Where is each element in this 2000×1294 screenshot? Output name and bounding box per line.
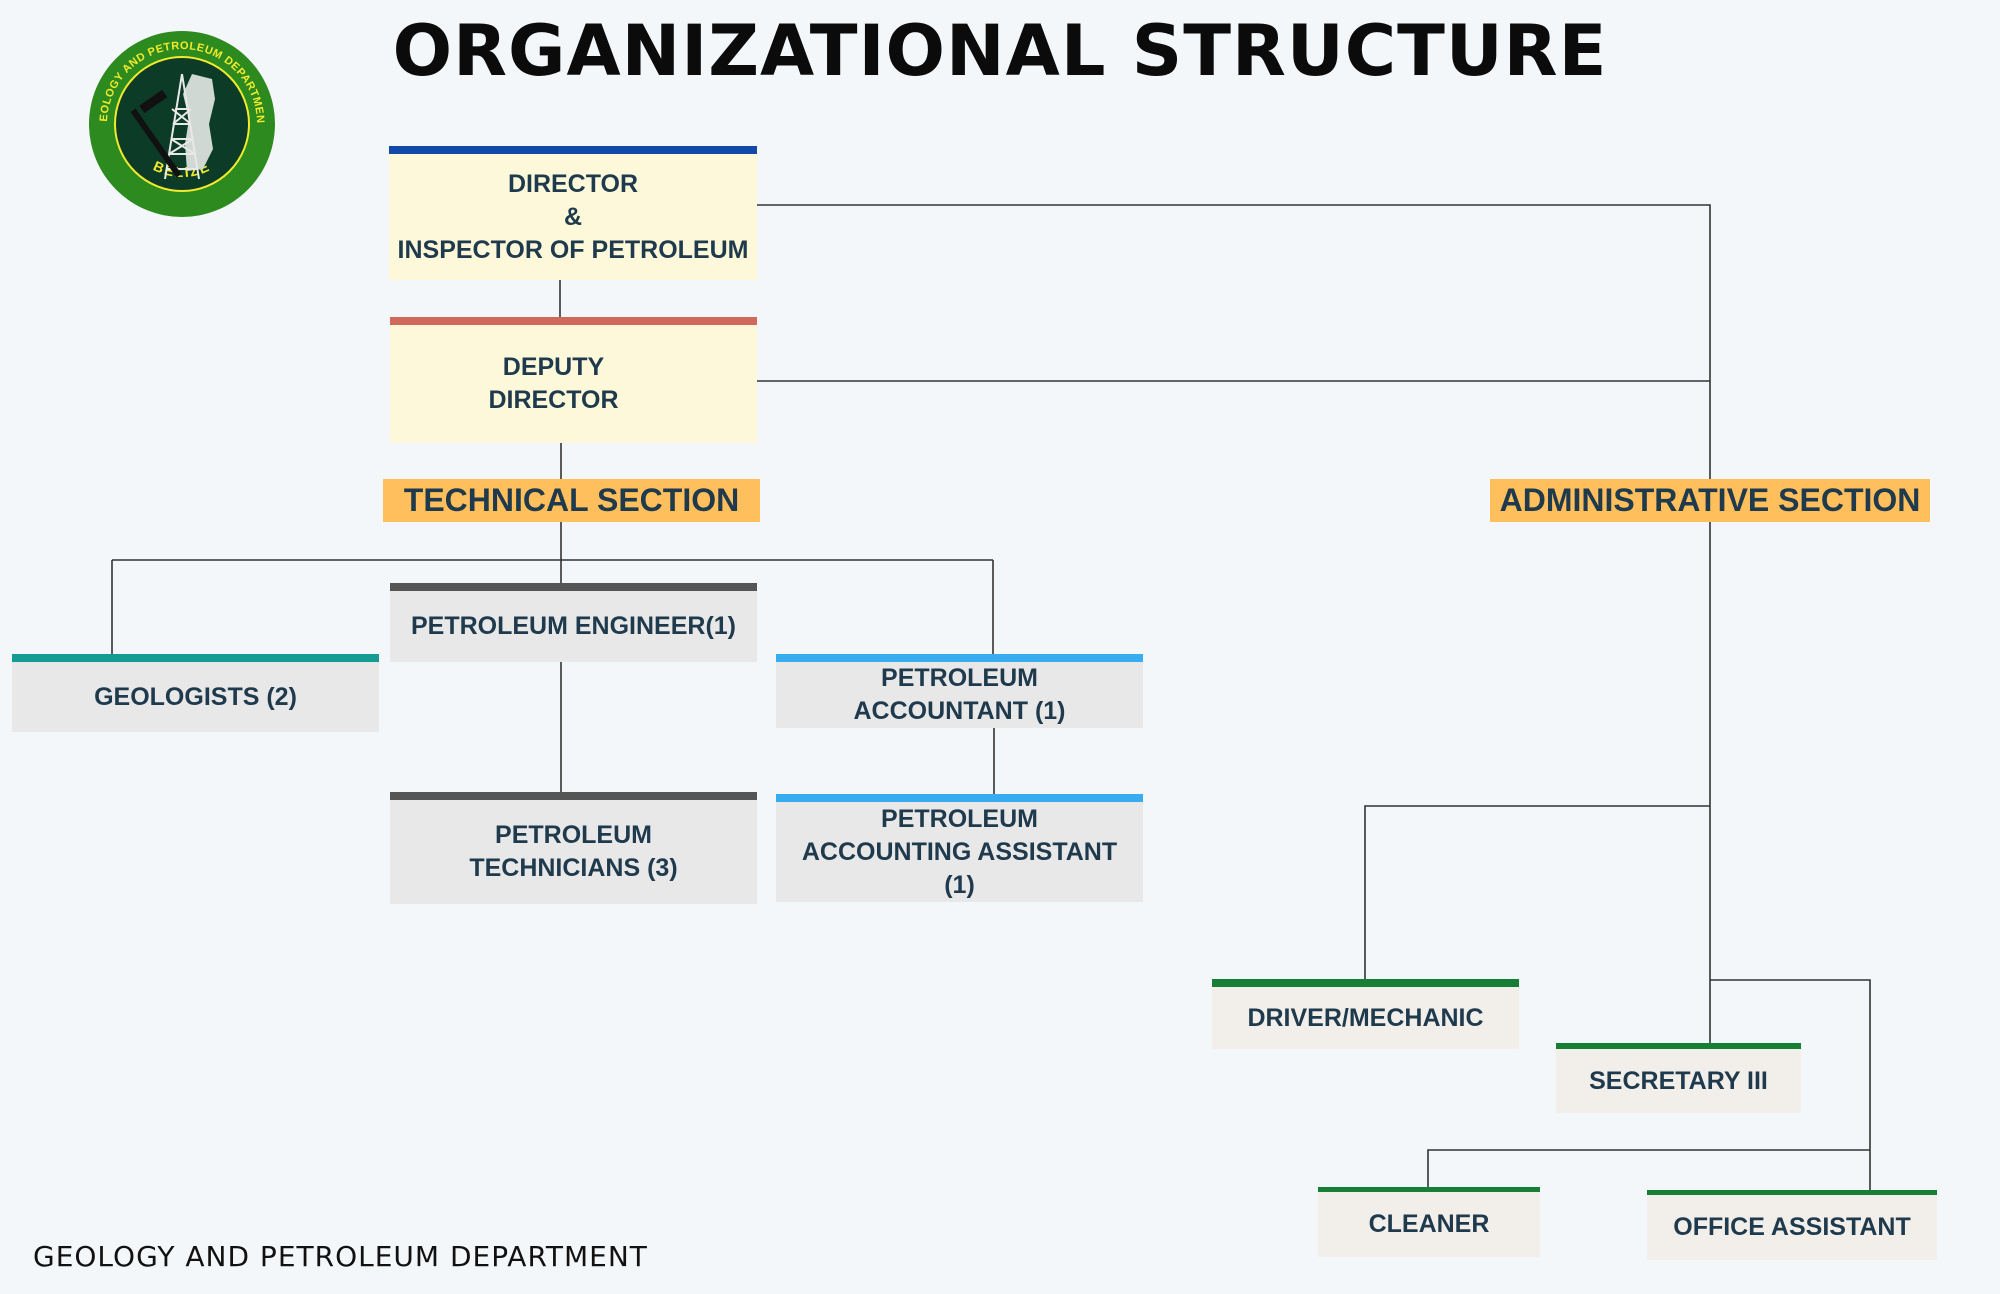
footer-department-name: GEOLOGY AND PETROLEUM DEPARTMENT bbox=[33, 1240, 648, 1273]
petroleum-technicians-label: PETROLEUM TECHNICIANS (3) bbox=[469, 819, 677, 885]
assistant-line-3: (1) bbox=[944, 870, 975, 899]
technicians-line-1: PETROLEUM bbox=[495, 821, 652, 849]
node-cleaner: CLEANER bbox=[1318, 1187, 1540, 1257]
node-driver-mechanic: DRIVER/MECHANIC bbox=[1212, 979, 1519, 1049]
director-line-3: INSPECTOR OF PETROLEUM bbox=[397, 235, 749, 264]
node-director: DIRECTOR & INSPECTOR OF PETROLEUM bbox=[389, 146, 757, 280]
accounting-assistant-label: PETROLEUM ACCOUNTING ASSISTANT (1) bbox=[802, 803, 1117, 902]
page-title: ORGANIZATIONAL STRUCTURE bbox=[392, 10, 1608, 92]
accountant-line-2: ACCOUNTANT (1) bbox=[853, 697, 1066, 725]
assistant-line-2: ACCOUNTING ASSISTANT bbox=[801, 837, 1118, 866]
secretary-label: SECRETARY III bbox=[1589, 1066, 1768, 1095]
map-icon bbox=[183, 74, 215, 171]
office-assistant-label: OFFICE ASSISTANT bbox=[1673, 1213, 1911, 1241]
driver-mechanic-label: DRIVER/MECHANIC bbox=[1247, 1003, 1484, 1032]
assistant-line-1: PETROLEUM bbox=[881, 804, 1038, 833]
connector-office-branch bbox=[1710, 979, 1871, 1191]
node-petroleum-accountant: PETROLEUM ACCOUNTANT (1) bbox=[776, 654, 1143, 728]
node-secretary: SECRETARY III bbox=[1556, 1043, 1801, 1113]
director-line-1: DIRECTOR bbox=[507, 169, 639, 198]
connector-director-admin bbox=[757, 204, 1711, 1045]
connector-cleaner bbox=[1427, 1149, 1870, 1188]
geologists-label: GEOLOGISTS (2) bbox=[94, 682, 297, 711]
director-line-2: & bbox=[563, 202, 583, 231]
node-geologists: GEOLOGISTS (2) bbox=[12, 654, 379, 732]
deputy-line-1: DEPUTY bbox=[502, 353, 605, 381]
oil-derrick-icon bbox=[164, 73, 200, 180]
department-logo: GEOLOGY AND PETROLEUM DEPARTMENT BELIZE bbox=[87, 29, 275, 217]
connector-driver bbox=[1364, 805, 1710, 980]
cleaner-label: CLEANER bbox=[1368, 1210, 1490, 1238]
petroleum-engineer-label: PETROLEUM ENGINEER(1) bbox=[410, 612, 737, 640]
node-deputy-label: DEPUTY DIRECTOR bbox=[488, 351, 618, 417]
node-office-assistant: OFFICE ASSISTANT bbox=[1647, 1190, 1937, 1260]
node-petroleum-technicians: PETROLEUM TECHNICIANS (3) bbox=[390, 792, 757, 904]
accountant-line-1: PETROLEUM bbox=[881, 664, 1038, 692]
hammer-icon bbox=[130, 89, 182, 178]
node-accounting-assistant: PETROLEUM ACCOUNTING ASSISTANT (1) bbox=[776, 794, 1143, 902]
deputy-line-2: DIRECTOR bbox=[488, 386, 619, 414]
node-petroleum-engineer: PETROLEUM ENGINEER(1) bbox=[390, 583, 757, 662]
technical-section-label: TECHNICAL SECTION bbox=[383, 479, 760, 522]
node-director-label: DIRECTOR & INSPECTOR OF PETROLEUM bbox=[398, 168, 749, 267]
node-deputy-director: DEPUTY DIRECTOR bbox=[390, 317, 757, 443]
technicians-line-2: TECHNICIANS (3) bbox=[469, 854, 678, 882]
petroleum-accountant-label: PETROLEUM ACCOUNTANT (1) bbox=[853, 662, 1065, 728]
administrative-section-label: ADMINISTRATIVE SECTION bbox=[1490, 479, 1930, 522]
